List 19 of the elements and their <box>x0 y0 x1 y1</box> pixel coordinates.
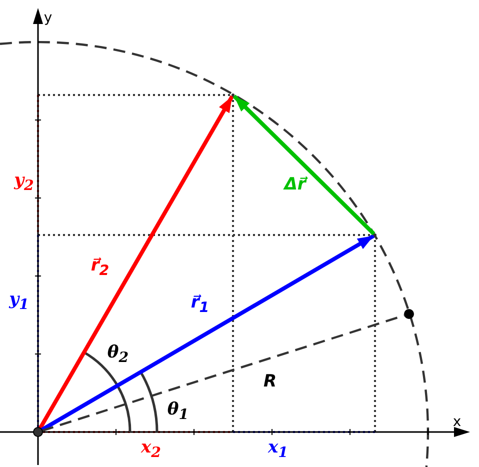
origin-point <box>34 428 42 436</box>
edge-label: Δr⃗ <box>284 176 306 194</box>
vector-tip <box>374 234 376 236</box>
vector-tip <box>232 94 234 96</box>
vector-arrow <box>40 234 375 432</box>
component-label: y$_{2}$ <box>14 172 34 194</box>
axis-label: x <box>452 415 462 429</box>
vector-arrow <box>38 95 234 430</box>
point-on-circle <box>404 309 414 319</box>
vector-arrow <box>232 94 376 236</box>
edge-label: r⃗$_{1}$ <box>190 294 210 316</box>
angle-label: θ$_{1}$ <box>167 402 189 422</box>
axis-label: y <box>44 11 52 25</box>
component-label: x$_{1}$ <box>268 440 288 460</box>
component-label: x$_{2}$ <box>141 440 161 460</box>
angle-label: θ$_{2}$ <box>107 344 129 366</box>
component-label: y$_{1}$ <box>9 292 29 312</box>
edge-label: r⃗$_{2}$ <box>90 258 110 278</box>
edge-label: R <box>263 374 277 390</box>
